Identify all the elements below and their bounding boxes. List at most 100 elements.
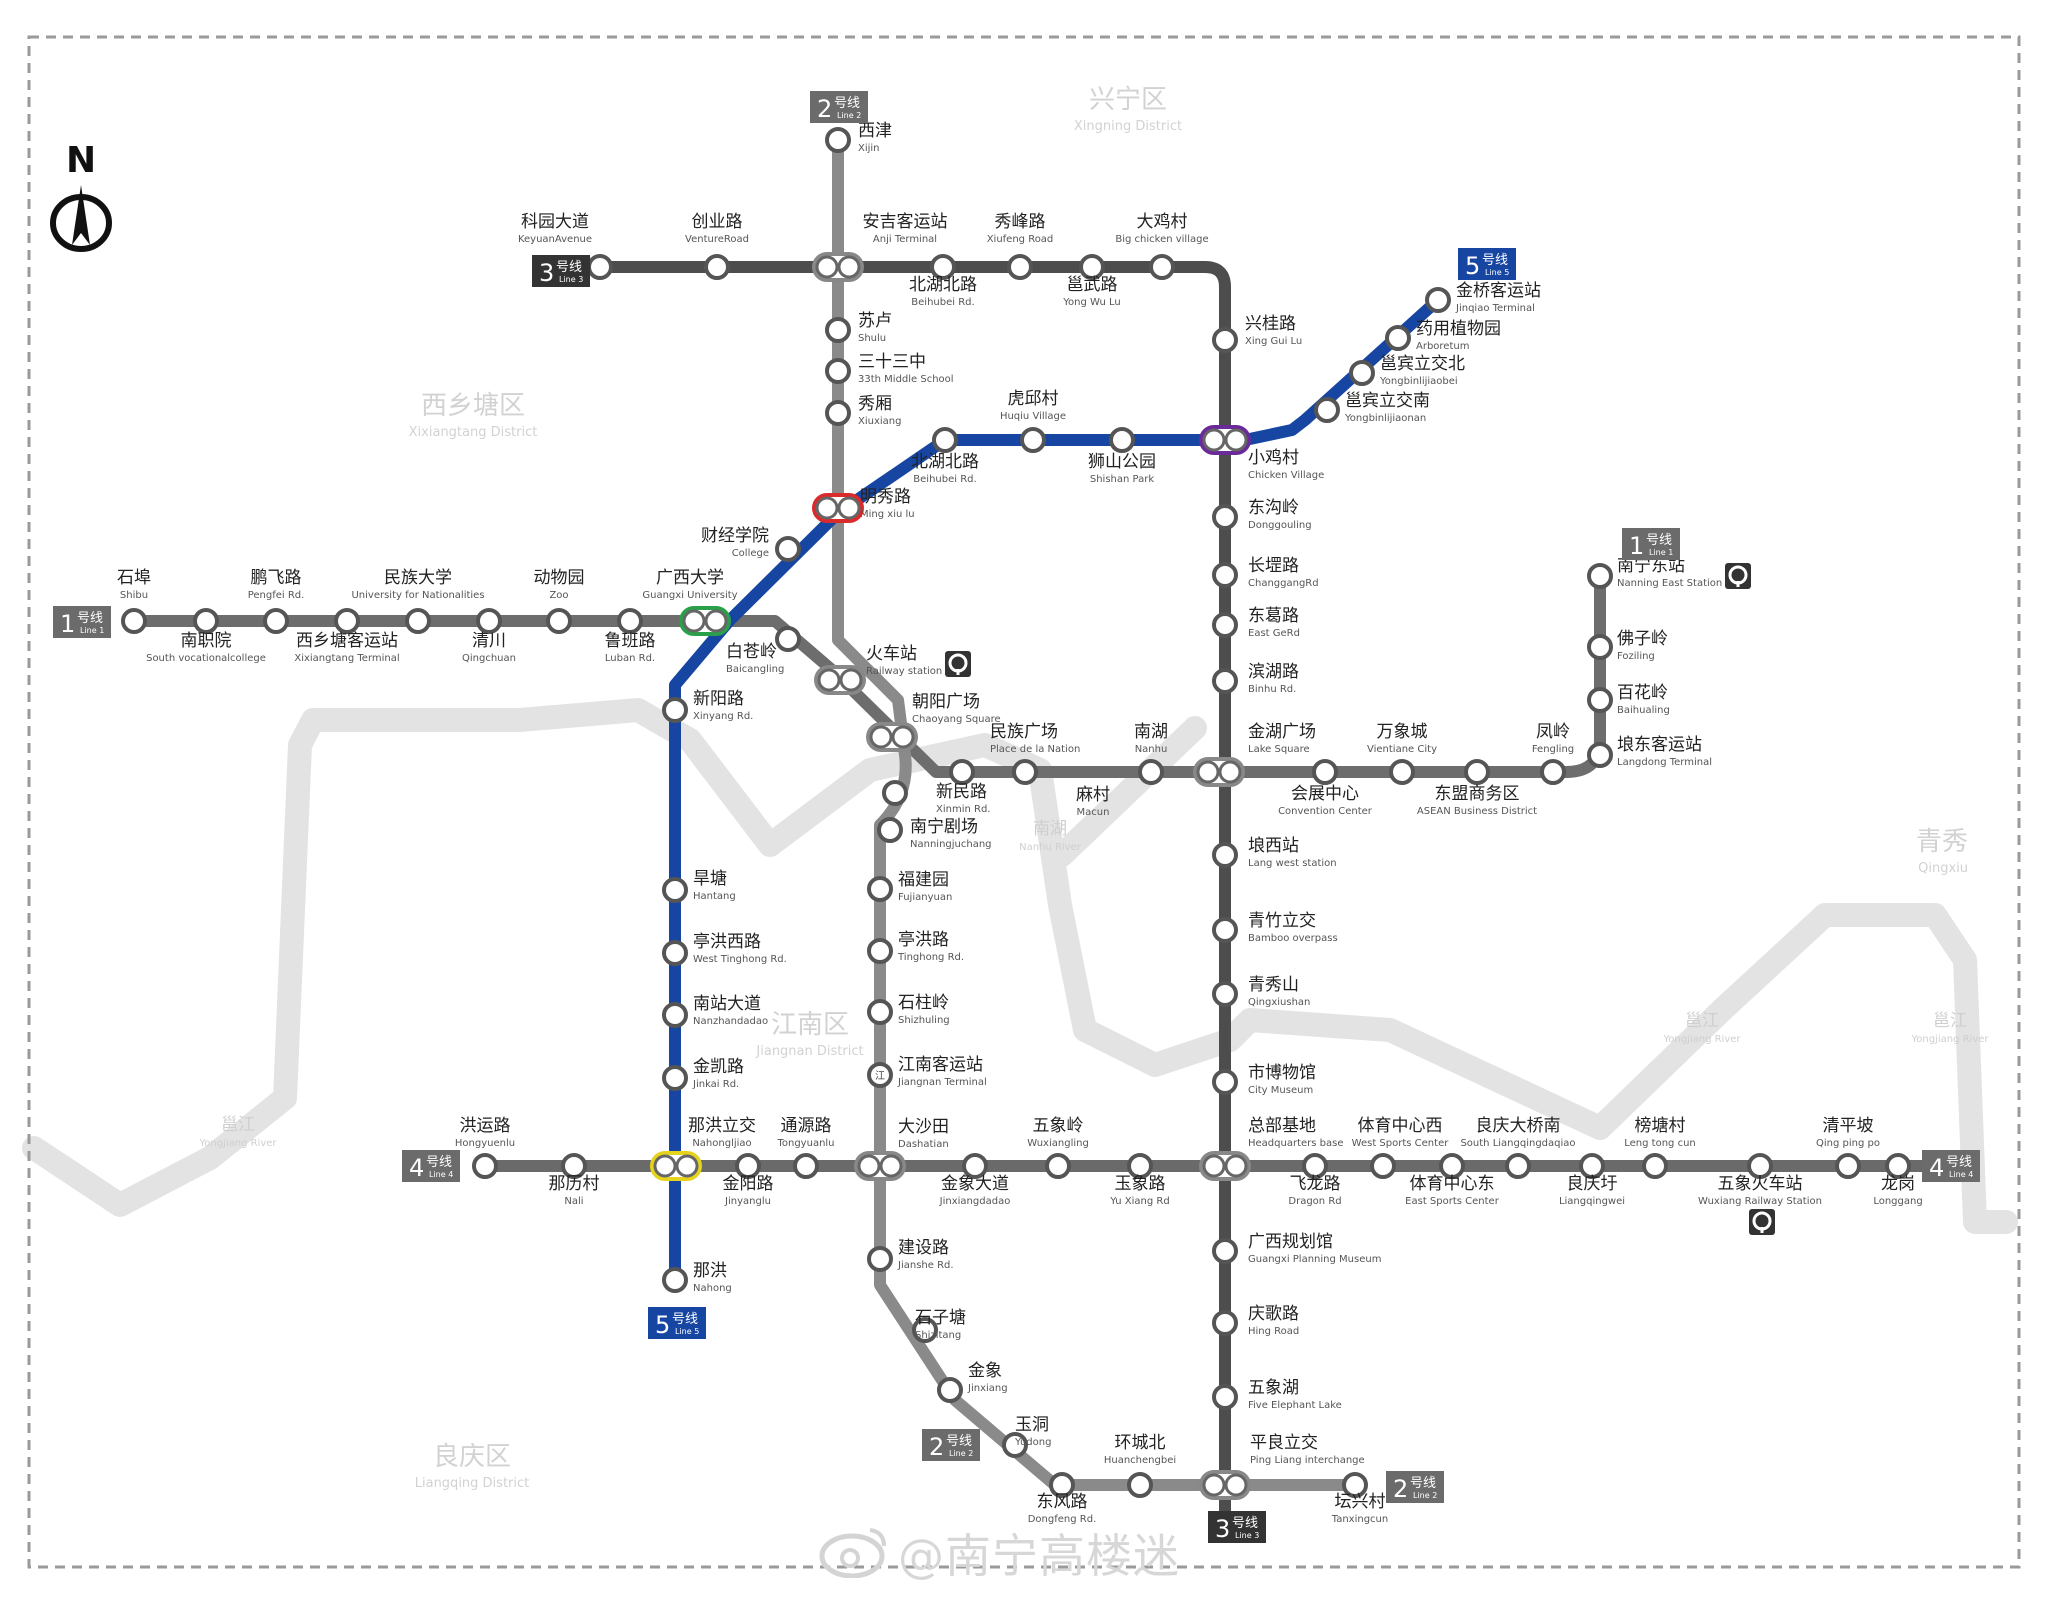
- station-name-en: Arboretum: [1416, 341, 1469, 352]
- station-name-cn: 东盟商务区: [1435, 784, 1520, 804]
- river-name-en: Yongjiang River: [1662, 1034, 1741, 1045]
- station-name-cn: 北湖北路: [909, 275, 977, 295]
- interchange-dot: [857, 1154, 881, 1178]
- badge-cn: 号线: [1482, 253, 1508, 268]
- station-dot: [1587, 742, 1613, 768]
- badge-number: 1: [1629, 532, 1644, 560]
- station-dot: [1587, 634, 1613, 660]
- station-name-en: Hantang: [693, 891, 736, 902]
- north-arrow-icon: [50, 185, 112, 252]
- interchange-dot: [675, 1154, 699, 1178]
- badge-number: 3: [1215, 1515, 1230, 1543]
- station-name-cn: 玉洞: [1015, 1415, 1049, 1435]
- station-dot: [867, 938, 893, 964]
- station-dot: [1020, 427, 1046, 453]
- station-dot: [1212, 612, 1238, 638]
- station-name-en: Tinghong Rd.: [897, 952, 964, 963]
- station-name-cn: 南站大道: [693, 994, 761, 1014]
- station-name-en: Jinkai Rd.: [692, 1079, 739, 1090]
- station-dot: [1642, 1153, 1668, 1179]
- river-name-cn: 邕江: [1685, 1011, 1719, 1031]
- station-dot: [334, 608, 360, 634]
- station-name-en: ASEAN Business District: [1417, 806, 1537, 817]
- interchange-marker: [1199, 1151, 1251, 1181]
- badge-bg: [922, 1429, 980, 1461]
- badge-bg: [1386, 1471, 1444, 1503]
- station-name-en: Luban Rd.: [605, 653, 655, 664]
- station-name-en: Headquarters base: [1248, 1138, 1343, 1149]
- station-name-cn: 良庆圩: [1567, 1174, 1618, 1194]
- station-name-cn: 青秀山: [1248, 975, 1299, 995]
- station-name-cn: 药用植物园: [1416, 319, 1501, 339]
- badge-number: 5: [1465, 252, 1480, 280]
- station-name-cn: 南职院: [181, 631, 232, 651]
- station-name-en: Xiuxiang: [858, 416, 901, 427]
- badge-en: Line 2: [837, 111, 861, 120]
- station-name-en: Donggouling: [1248, 520, 1312, 531]
- badge-en: Line 5: [1485, 268, 1509, 277]
- station-dot: [1342, 1472, 1368, 1498]
- station-dot: [1079, 254, 1105, 280]
- station-dot: [662, 1002, 688, 1028]
- station-dot: [587, 254, 613, 280]
- station-name-en: Xixiangtang Terminal: [294, 653, 399, 664]
- station-dot: [1212, 842, 1238, 868]
- interchange-marker: [812, 493, 864, 523]
- badge-bg: [402, 1150, 460, 1182]
- station-name-cn: 西乡塘客运站: [296, 631, 398, 651]
- station-name-en: Convention Center: [1278, 806, 1373, 817]
- interchange-dot: [839, 668, 863, 692]
- district-name-en: Liangqing District: [415, 1476, 530, 1491]
- badge-en: Line 4: [1949, 1170, 1973, 1179]
- station-name-en: Bamboo overpass: [1248, 933, 1338, 944]
- station-name-cn: 体育中心东: [1410, 1174, 1495, 1194]
- station-name-cn: 广西大学: [656, 568, 724, 588]
- station-dot: [1127, 1472, 1153, 1498]
- station-name-cn: 龙岗: [1881, 1174, 1915, 1194]
- station-dot: [1045, 1153, 1071, 1179]
- station-name-cn: 鲁班路: [605, 631, 656, 651]
- station-dot: [193, 608, 219, 634]
- station-name-cn: 邕武路: [1067, 275, 1118, 295]
- badge-number: 2: [929, 1433, 944, 1461]
- station-name-en: South vocationalcollege: [146, 653, 266, 664]
- badge-en: Line 5: [675, 1327, 699, 1336]
- station-name-en: KeyuanAvenue: [518, 234, 592, 245]
- station-dot: [775, 626, 801, 652]
- station-name-en: Beihubei Rd.: [913, 474, 976, 485]
- station-dot: [1212, 1069, 1238, 1095]
- river-name-cn: 邕江: [1933, 1011, 1967, 1031]
- station-name-cn: 石柱岭: [898, 993, 949, 1013]
- station-dot: [1835, 1153, 1861, 1179]
- station-name-en: Vientiane City: [1367, 744, 1437, 755]
- station-dot: [1212, 668, 1238, 694]
- interchange-marker: [812, 252, 864, 282]
- station-name-cn: 邕宾立交北: [1380, 354, 1465, 374]
- station-name-cn: 财经学院: [701, 526, 769, 546]
- badge-en: Line 3: [559, 275, 583, 284]
- interchange-marker: [679, 606, 731, 636]
- station-dot: [735, 1153, 761, 1179]
- station-name-en: Qing ping po: [1816, 1138, 1880, 1149]
- station-name-cn: 秀厢: [858, 394, 892, 414]
- station-dot: [1127, 1153, 1153, 1179]
- district-name-cn: 西乡塘区: [421, 391, 525, 421]
- station-name-cn: 动物园: [534, 568, 585, 588]
- station-name-en: Nali: [564, 1196, 583, 1207]
- station-dot: [1002, 1432, 1028, 1458]
- badge-cn: 号线: [556, 260, 582, 275]
- station-name-en: South Liangqingdaqiao: [1460, 1138, 1575, 1149]
- badge-bg: [532, 255, 590, 287]
- station-name-en: Nanningjuchang: [910, 839, 992, 850]
- station-name-cn: 洪运路: [460, 1116, 511, 1136]
- station-dot: [1007, 254, 1033, 280]
- station-name-cn: 秀峰路: [995, 212, 1046, 232]
- station-name-en: Xing Gui Lu: [1245, 336, 1302, 347]
- station-name-cn: 新民路: [936, 782, 987, 802]
- station-name-cn: 安吉客运站: [863, 212, 948, 232]
- badge-cn: 号线: [1232, 1516, 1258, 1531]
- station-name-cn: 东葛路: [1248, 606, 1299, 626]
- station-name-en: Macun: [1077, 807, 1110, 818]
- station-dot: [1212, 562, 1238, 588]
